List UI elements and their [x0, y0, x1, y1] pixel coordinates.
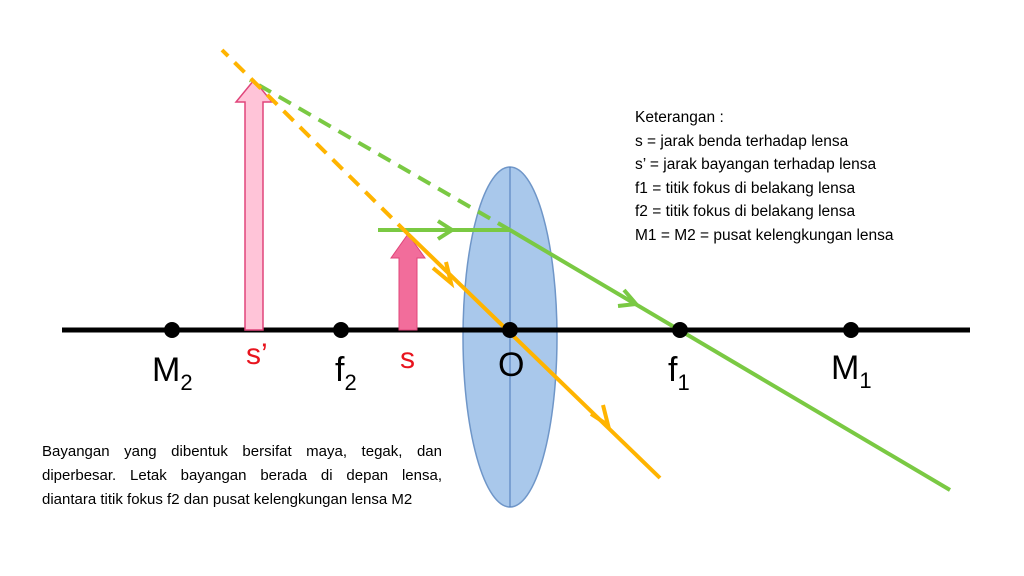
- green-ray-refracted: [508, 228, 952, 492]
- caption-text: Bayangan yang dibentuk bersifat maya, te…: [42, 443, 442, 508]
- legend-item-s: s = jarak benda terhadap lensa: [635, 132, 849, 150]
- f1-point: [672, 322, 688, 338]
- orange-ray-extension-dashed: [220, 48, 410, 236]
- f1-label: f1: [668, 351, 690, 395]
- green-ray-extension-dashed: [249, 78, 511, 232]
- f2-point: [333, 322, 349, 338]
- s-label: s: [400, 342, 415, 375]
- o-point: [502, 322, 518, 338]
- f2-label: f2: [335, 351, 357, 395]
- legend-item-s-prime: s’ = jarak bayangan terhadap lensa: [635, 156, 877, 173]
- object-arrow: [390, 233, 426, 331]
- m1-label: M1: [831, 349, 872, 393]
- o-label: O: [498, 346, 524, 384]
- legend-item-f2: f2 = titik fokus di belakang lensa: [635, 203, 856, 220]
- m2-label: M2: [152, 351, 193, 395]
- orange-ray-arrowhead-1: [431, 261, 455, 289]
- image-arrow: [234, 78, 274, 331]
- m2-point: [164, 322, 180, 338]
- legend-item-m: M1 = M2 = pusat kelengkungan lensa: [635, 226, 894, 244]
- green-ray-arrowhead-1: [436, 219, 456, 241]
- green-ray-arrowhead-2: [617, 288, 640, 308]
- legend-item-f1: f1 = titik fokus di belakang lensa: [635, 179, 856, 197]
- legend-title: Keterangan :: [635, 109, 724, 126]
- m1-point: [843, 322, 859, 338]
- orange-ray-arrowhead-2: [589, 404, 612, 430]
- s-prime-label: s’: [246, 338, 268, 371]
- legend: Keterangan : s = jarak benda terhadap le…: [635, 106, 894, 247]
